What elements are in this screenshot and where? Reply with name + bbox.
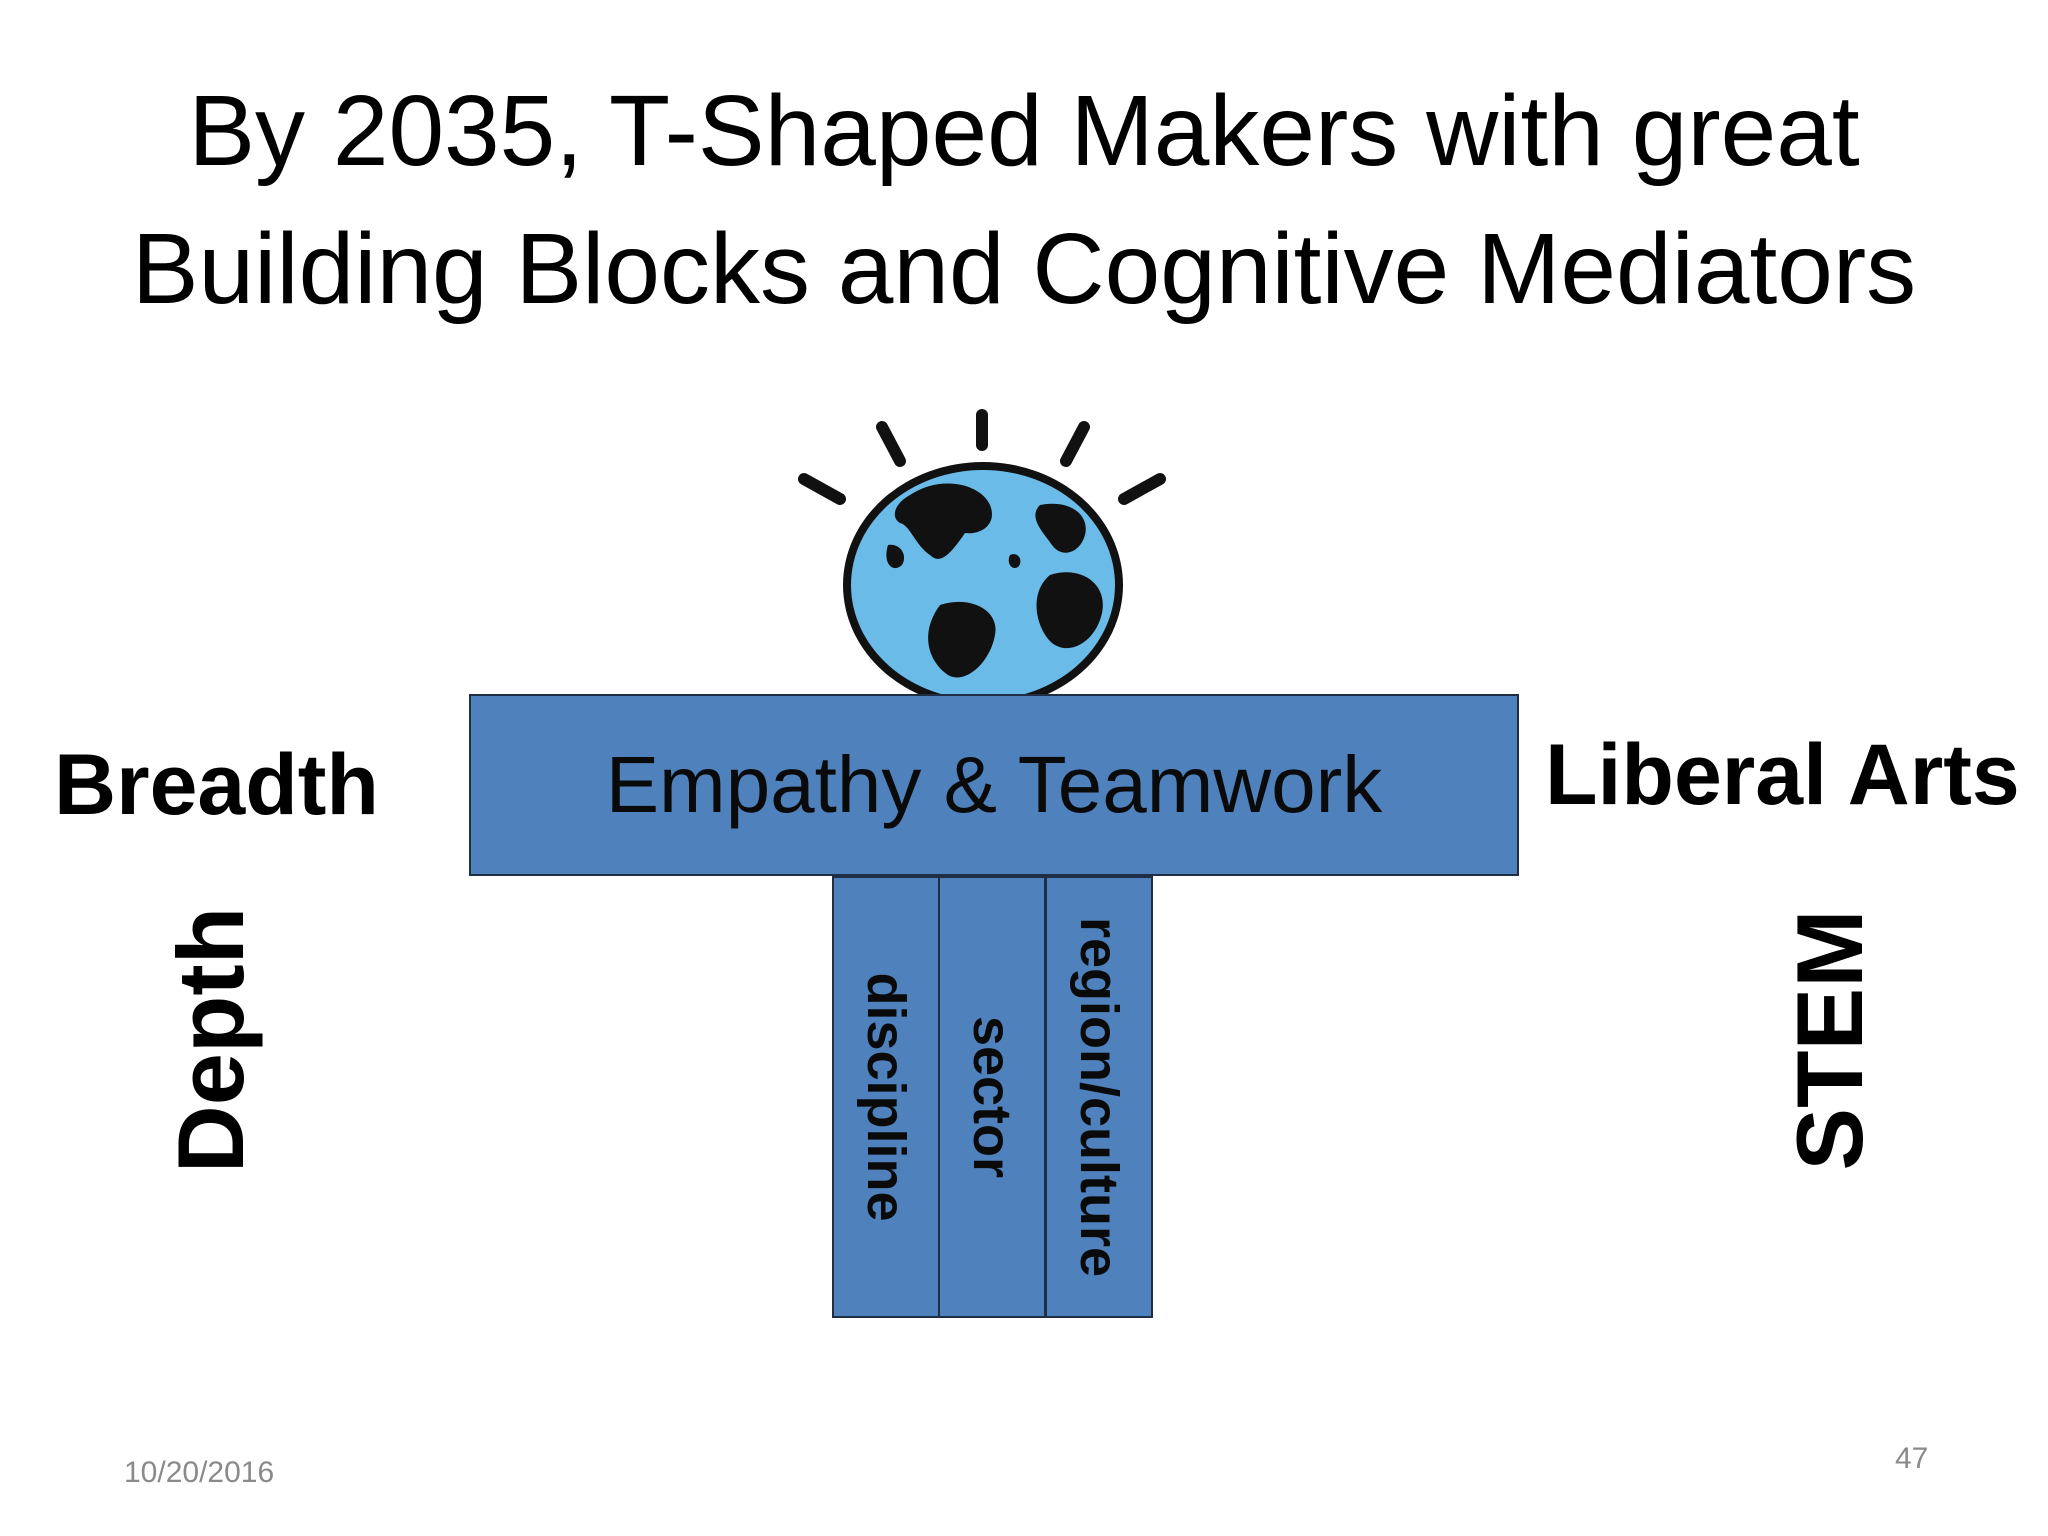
slide-title: By 2035, T-Shaped Makers with great Buil…	[0, 62, 2048, 338]
stem-label: STEM	[1777, 909, 1882, 1171]
column-label: sector	[962, 1015, 1022, 1179]
depth-column-region-culture: region/culture	[1045, 876, 1153, 1318]
continent-shapes	[886, 483, 1103, 678]
t-bar-label: Empathy & Teamwork	[605, 740, 1383, 829]
t-bar-breadth: Empathy & Teamwork	[469, 694, 1519, 876]
globe-with-rays-icon	[798, 409, 1166, 700]
column-label: discipline	[856, 972, 916, 1222]
page-number: 47	[1895, 1442, 1929, 1475]
ray-marks	[798, 409, 1166, 505]
title-line-1: By 2035, T-Shaped Makers with great	[188, 75, 1860, 187]
depth-column-discipline: discipline	[832, 876, 940, 1318]
footer-date: 10/20/2016	[124, 1456, 275, 1489]
depth-label: Depth	[158, 906, 263, 1174]
column-label: region/culture	[1069, 916, 1129, 1278]
breadth-label: Breadth	[54, 737, 379, 833]
liberal-arts-label: Liberal Arts	[1545, 727, 2020, 823]
title-line-2: Building Blocks and Cognitive Mediators	[131, 213, 1917, 325]
depth-column-sector: sector	[938, 876, 1046, 1318]
